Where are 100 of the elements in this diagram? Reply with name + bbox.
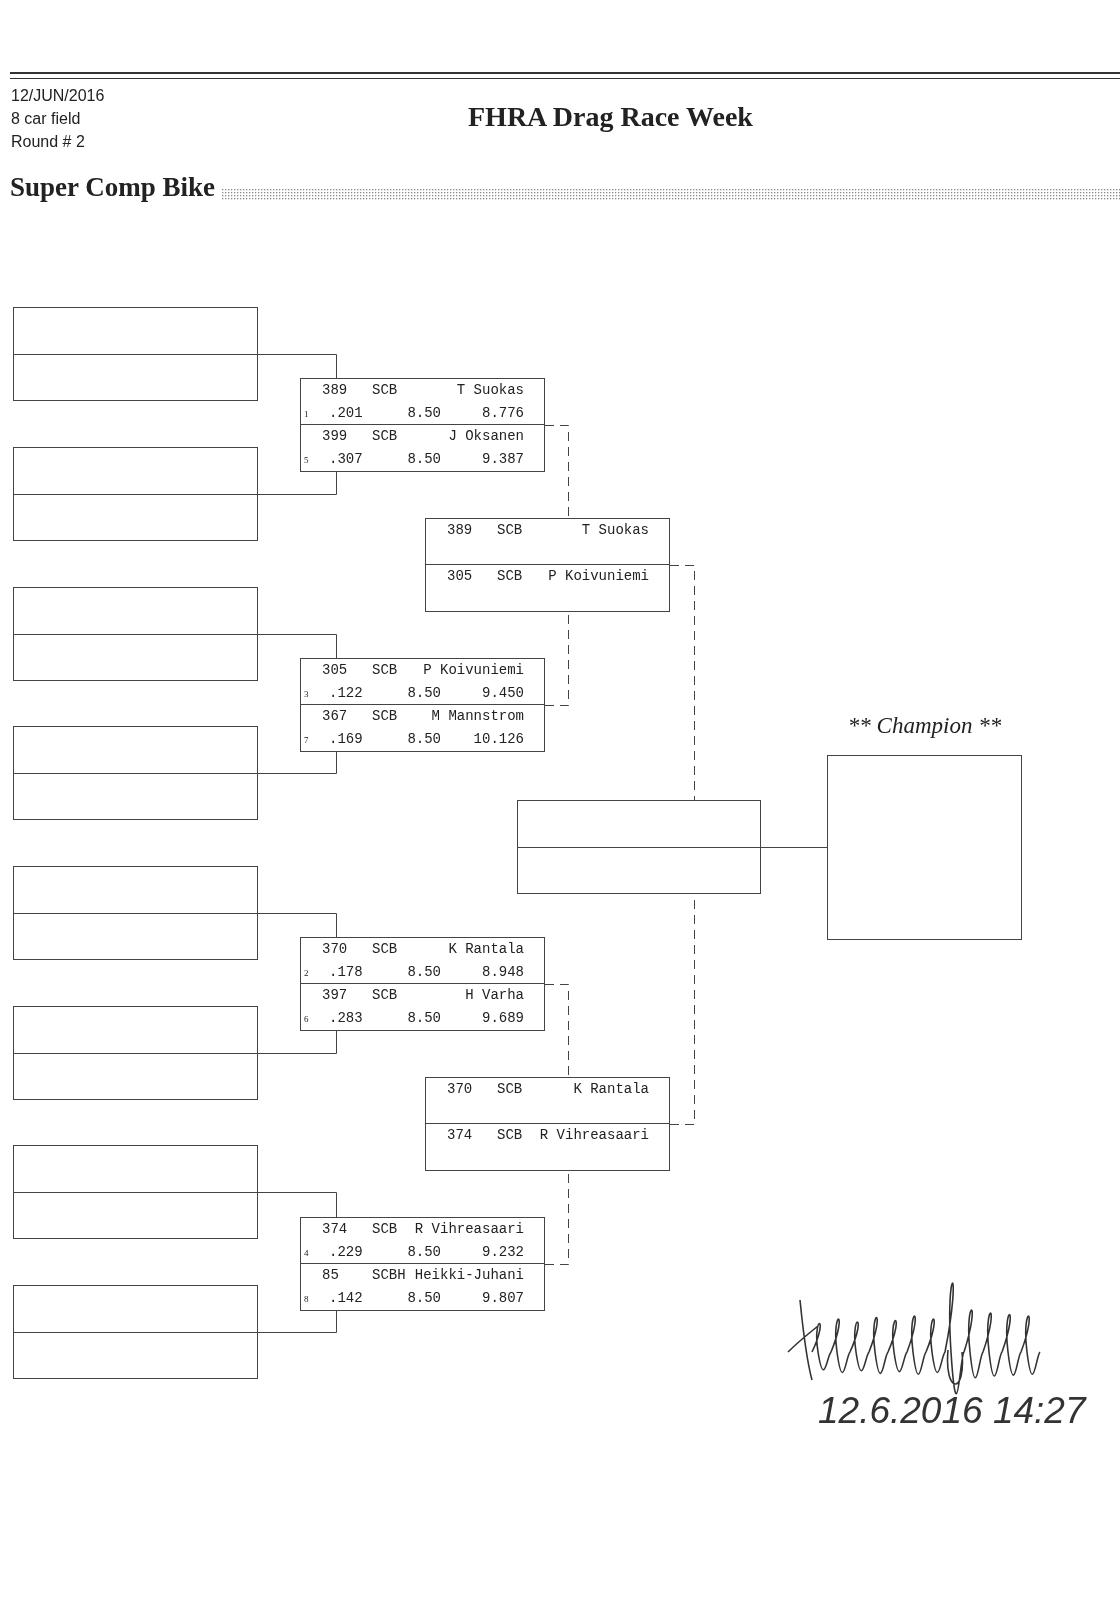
class-code: SCB — [372, 427, 398, 445]
car-number: 305 — [447, 567, 473, 585]
elapsed-time: 8.776 — [482, 404, 524, 422]
seed-number: 4 — [304, 1248, 309, 1258]
elapsed-time: 9.387 — [482, 450, 524, 468]
bracket-line — [257, 1310, 337, 1333]
bracket-line — [760, 847, 828, 848]
dial-in: 8.50 — [407, 730, 441, 748]
car-number: 370 — [447, 1080, 473, 1098]
dial-in: 8.50 — [407, 1243, 441, 1261]
match-box — [425, 1077, 670, 1171]
car-number: 397 — [322, 986, 348, 1004]
class-code: SCB — [372, 707, 398, 725]
elapsed-time: 10.126 — [473, 730, 524, 748]
car-number: 389 — [322, 381, 348, 399]
reaction-time: .122 — [329, 684, 363, 702]
empty-bracket-box — [517, 800, 761, 894]
racer-name: R Vihreasaari — [414, 1220, 524, 1238]
seed-number: 1 — [304, 409, 309, 419]
class-code: SCB — [497, 521, 523, 539]
racer-name: M Mannstrom — [431, 707, 524, 725]
class-title: Super Comp Bike — [10, 172, 216, 203]
signature-date: 12.6.2016 14:27 — [818, 1390, 1086, 1432]
match-box — [300, 658, 545, 752]
elapsed-time: 9.807 — [482, 1289, 524, 1307]
seed-number: 8 — [304, 1294, 309, 1304]
champion-heading: ** Champion ** — [846, 712, 1003, 740]
racer-name: K Rantala — [448, 940, 524, 958]
bracket-line — [257, 913, 337, 938]
round-text: Round # 2 — [11, 132, 85, 151]
empty-bracket-box — [13, 866, 258, 960]
dial-in: 8.50 — [407, 404, 441, 422]
class-code: SCB — [372, 940, 398, 958]
seed-number: 7 — [304, 735, 309, 745]
class-code: SCB — [497, 1080, 523, 1098]
class-code: SCB — [372, 986, 398, 1004]
bracket-line — [544, 984, 569, 1078]
match-box — [425, 518, 670, 612]
car-number: 374 — [447, 1126, 473, 1144]
reaction-time: .283 — [329, 1009, 363, 1027]
elapsed-time: 9.689 — [482, 1009, 524, 1027]
bracket-line — [544, 425, 569, 519]
class-code: SCB — [497, 1126, 523, 1144]
bracket-line — [257, 1030, 337, 1054]
empty-bracket-box — [13, 1145, 258, 1239]
car-number: 399 — [322, 427, 348, 445]
car-number: 367 — [322, 707, 348, 725]
elapsed-time: 8.948 — [482, 963, 524, 981]
match-box — [300, 937, 545, 1031]
empty-bracket-box — [13, 587, 258, 681]
elapsed-time: 9.450 — [482, 684, 524, 702]
empty-bracket-box — [13, 447, 258, 541]
reaction-time: .307 — [329, 450, 363, 468]
dial-in: 8.50 — [407, 1009, 441, 1027]
bracket-line — [257, 634, 337, 659]
elapsed-time: 9.232 — [482, 1243, 524, 1261]
dial-in: 8.50 — [407, 963, 441, 981]
page-title: FHRA Drag Race Week — [468, 101, 753, 132]
bracket-line — [257, 751, 337, 774]
empty-bracket-box — [13, 726, 258, 820]
seed-number: 2 — [304, 968, 309, 978]
car-number: 389 — [447, 521, 473, 539]
reaction-time: .169 — [329, 730, 363, 748]
match-box — [300, 1217, 545, 1311]
racer-name: P Koivuniemi — [548, 567, 649, 585]
racer-name: Heikki-Juhani — [414, 1266, 524, 1284]
car-number: 374 — [322, 1220, 348, 1238]
dial-in: 8.50 — [407, 1289, 441, 1307]
seed-number: 3 — [304, 689, 309, 699]
racer-name: P Koivuniemi — [423, 661, 524, 679]
class-code: SCBH — [372, 1266, 406, 1284]
dial-in: 8.50 — [407, 450, 441, 468]
racer-name: K Rantala — [573, 1080, 649, 1098]
reaction-time: .178 — [329, 963, 363, 981]
car-number: 370 — [322, 940, 348, 958]
match-box — [300, 378, 545, 472]
bracket-line — [669, 565, 695, 801]
car-number: 305 — [322, 661, 348, 679]
car-number: 85 — [322, 1266, 339, 1284]
seed-number: 6 — [304, 1014, 309, 1024]
racer-name: J Oksanen — [448, 427, 524, 445]
bracket-line — [257, 471, 337, 495]
class-code: SCB — [372, 1220, 398, 1238]
reaction-time: .201 — [329, 404, 363, 422]
bracket-line — [257, 1192, 337, 1218]
empty-bracket-box — [13, 1285, 258, 1379]
bracket-line — [257, 354, 337, 379]
field-size-text: 8 car field — [11, 109, 81, 128]
seed-number: 5 — [304, 455, 309, 465]
empty-bracket-box — [13, 1006, 258, 1100]
dial-in: 8.50 — [407, 684, 441, 702]
racer-name: H Varha — [465, 986, 524, 1004]
reaction-time: .142 — [329, 1289, 363, 1307]
date-text: 12/JUN/2016 — [11, 86, 105, 105]
reaction-time: .229 — [329, 1243, 363, 1261]
racer-name: R Vihreasaari — [539, 1126, 649, 1144]
class-code: SCB — [372, 661, 398, 679]
class-code: SCB — [497, 567, 523, 585]
racer-name: T Suokas — [581, 521, 649, 539]
class-code: SCB — [372, 381, 398, 399]
